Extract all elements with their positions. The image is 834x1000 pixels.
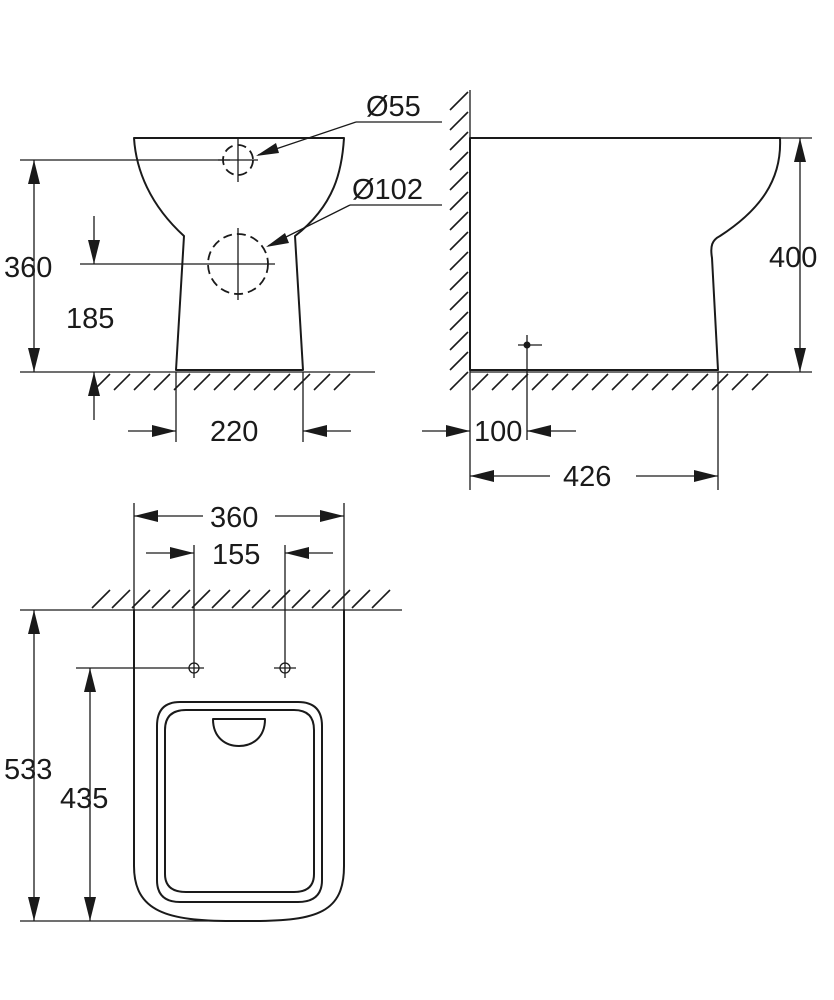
dim-spacing-155: 155 xyxy=(212,539,260,571)
hatch-mark xyxy=(313,373,331,391)
hatch-mark xyxy=(491,373,509,391)
hatch-mark xyxy=(151,589,171,609)
dim-inlet-185: 185 xyxy=(66,303,114,335)
hatch-mark xyxy=(611,373,629,391)
hatch-mark xyxy=(449,191,469,211)
dim-distance-435: 435 xyxy=(60,783,108,815)
side-view: 400 100 426 xyxy=(422,90,817,493)
hatch-mark xyxy=(213,373,231,391)
hatch-mark xyxy=(333,373,351,391)
hatch-mark xyxy=(449,231,469,251)
hatch-mark xyxy=(671,373,689,391)
hatch-mark xyxy=(111,589,131,609)
hatch-mark xyxy=(449,211,469,231)
hatch-mark xyxy=(449,331,469,351)
hatch-mark xyxy=(731,373,749,391)
seat-hinge xyxy=(212,718,266,747)
hatch-mark xyxy=(271,589,291,609)
hatch-mark xyxy=(571,373,589,391)
hatch-mark xyxy=(351,589,371,609)
dim-depth-426: 426 xyxy=(563,461,611,493)
hatch-mark xyxy=(631,373,649,391)
hatch-mark xyxy=(131,589,151,609)
hatch-mark xyxy=(551,373,569,391)
hatch-mark xyxy=(293,373,311,391)
hatch-mark xyxy=(91,589,111,609)
hatch-mark xyxy=(449,251,469,271)
dim-inlet-102: Ø102 xyxy=(352,174,423,206)
hatch-mark xyxy=(133,373,151,391)
hatch-mark xyxy=(233,373,251,391)
hatch-mark xyxy=(531,373,549,391)
hatch-mark xyxy=(113,373,131,391)
hatch-mark xyxy=(449,111,469,131)
side-wall-hatch xyxy=(449,91,469,391)
hatch-mark xyxy=(273,373,291,391)
dim-height-360: 360 xyxy=(4,252,52,284)
dim-inlet-55: Ø55 xyxy=(366,91,421,123)
seat-outer xyxy=(156,701,323,903)
hatch-mark xyxy=(511,373,529,391)
hatch-mark xyxy=(173,373,191,391)
front-bowl-outline xyxy=(133,137,345,371)
dim-length-533: 533 xyxy=(4,754,52,786)
dim-width-360: 360 xyxy=(210,502,258,534)
front-view: Ø55 Ø102 360 185 220 xyxy=(4,91,442,448)
hatch-mark xyxy=(231,589,251,609)
dim-height-400: 400 xyxy=(769,242,817,274)
dim-offset-100: 100 xyxy=(474,416,522,448)
hatch-mark xyxy=(449,171,469,191)
hatch-mark xyxy=(253,373,271,391)
top-view: 360 155 533 435 xyxy=(4,502,402,922)
hatch-mark xyxy=(651,373,669,391)
hatch-mark xyxy=(291,589,311,609)
hatch-mark xyxy=(471,373,489,391)
hatch-mark xyxy=(331,589,351,609)
front-floor-hatch xyxy=(93,373,351,391)
hatch-mark xyxy=(449,311,469,331)
hatch-mark xyxy=(449,371,469,391)
hatch-mark xyxy=(591,373,609,391)
hatch-mark xyxy=(449,91,469,111)
hatch-mark xyxy=(449,271,469,291)
hatch-mark xyxy=(153,373,171,391)
side-body-outline xyxy=(469,137,782,371)
hatch-mark xyxy=(371,589,391,609)
seat-inner xyxy=(164,709,315,893)
hatch-mark xyxy=(311,589,331,609)
hatch-mark xyxy=(171,589,191,609)
hatch-mark xyxy=(449,291,469,311)
hatch-mark xyxy=(691,373,709,391)
hatch-mark xyxy=(191,589,211,609)
hatch-mark xyxy=(751,373,769,391)
hatch-mark xyxy=(711,373,729,391)
hatch-mark xyxy=(449,151,469,171)
dim-base-220: 220 xyxy=(210,416,258,448)
hatch-mark xyxy=(193,373,211,391)
side-floor-hatch xyxy=(471,373,769,391)
hatch-mark xyxy=(449,351,469,371)
hatch-mark xyxy=(449,131,469,151)
hatch-mark xyxy=(251,589,271,609)
top-wall-hatch xyxy=(91,589,391,609)
hatch-mark xyxy=(211,589,231,609)
